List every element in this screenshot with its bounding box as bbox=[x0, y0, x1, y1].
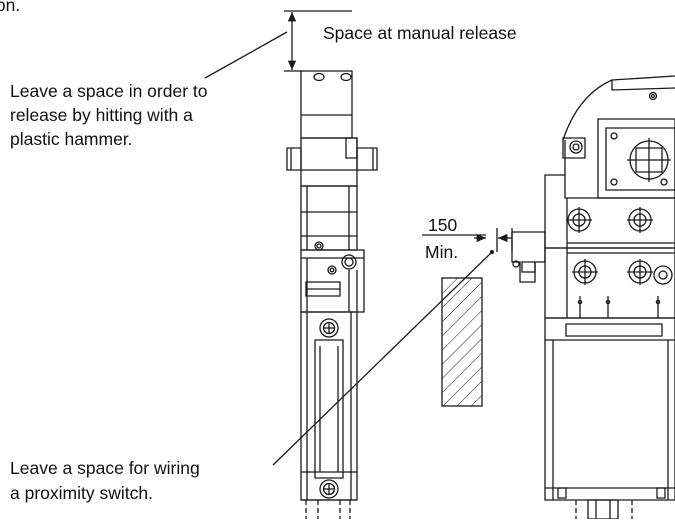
dimension-min-label: Min. bbox=[425, 242, 458, 262]
dimension-value: 150 bbox=[428, 215, 457, 235]
front-view bbox=[511, 75, 675, 520]
obstacle-hatched bbox=[441, 277, 483, 407]
hammer-note-line-3: plastic hammer. bbox=[10, 129, 133, 149]
header-fragment-text: ion. bbox=[0, 0, 20, 15]
wiring-note-line-2: a proximity switch. bbox=[10, 483, 153, 503]
hammer-note-line-2: release by hitting with a bbox=[10, 105, 193, 125]
hammer-leader-line bbox=[204, 31, 288, 79]
wiring-note-line-1: Leave a space for wiring bbox=[10, 458, 200, 478]
release-dimension bbox=[204, 10, 352, 79]
hammer-note-line-1: Leave a space in order to bbox=[10, 81, 208, 101]
manual-release-label: Space at manual release bbox=[323, 23, 517, 43]
side-view bbox=[286, 70, 378, 519]
